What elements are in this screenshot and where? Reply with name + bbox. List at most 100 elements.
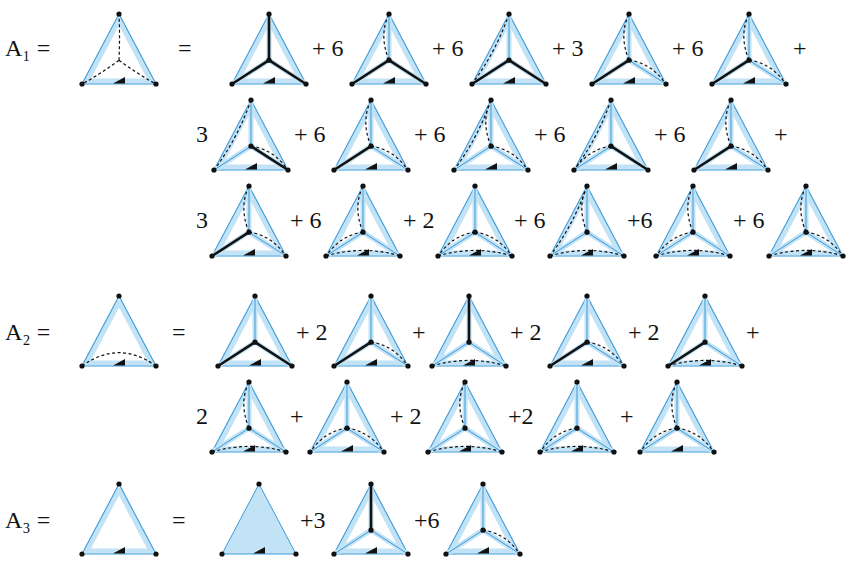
vertex-dot bbox=[360, 183, 365, 188]
vertex-dot bbox=[488, 144, 493, 149]
vertex-dot bbox=[344, 379, 349, 384]
spoke-line bbox=[212, 232, 249, 256]
equation-term: + 6 bbox=[290, 206, 322, 234]
vertex-dot bbox=[215, 363, 220, 368]
vertex-dot bbox=[386, 11, 391, 16]
vertex-dot bbox=[293, 551, 298, 556]
vertex-dot bbox=[690, 183, 695, 188]
spoke-line bbox=[454, 146, 491, 170]
dashed-curve bbox=[486, 100, 491, 146]
equation-term: + 2 bbox=[510, 318, 542, 346]
base-marker bbox=[383, 77, 395, 84]
base-marker bbox=[263, 77, 275, 84]
vertex-dot bbox=[803, 230, 808, 235]
spoke-line bbox=[438, 232, 475, 256]
vertex-dot bbox=[344, 426, 349, 431]
vertex-dot bbox=[783, 81, 788, 86]
black-spoke bbox=[472, 60, 509, 84]
spoke-band bbox=[804, 186, 809, 232]
triangle-outline bbox=[694, 100, 768, 170]
base-marker bbox=[503, 77, 515, 84]
vertex-dot bbox=[405, 363, 410, 368]
base-marker bbox=[459, 445, 471, 452]
triangle-outline bbox=[592, 14, 666, 84]
dashed-curve bbox=[688, 186, 693, 232]
dashed-curve bbox=[82, 353, 156, 366]
equation-term: A₂ = bbox=[5, 318, 50, 346]
spoke-line bbox=[475, 186, 476, 232]
spoke-band bbox=[214, 146, 251, 170]
dashed-curve bbox=[460, 382, 465, 428]
equation-term: A₃ = bbox=[5, 506, 50, 534]
spoke-band bbox=[212, 232, 249, 256]
inner-band bbox=[87, 302, 151, 363]
spoke-band bbox=[369, 100, 374, 146]
vertex-dot bbox=[711, 449, 716, 454]
vertex-dot bbox=[283, 253, 288, 258]
dashed-curve bbox=[640, 428, 677, 452]
vertex-dot bbox=[665, 363, 670, 368]
vertex-dot bbox=[443, 551, 448, 556]
base-marker bbox=[485, 163, 497, 170]
base-marker bbox=[357, 249, 369, 256]
equation-term: +3 bbox=[300, 506, 326, 534]
vertex-dot bbox=[472, 183, 477, 188]
triangle-outline bbox=[428, 382, 502, 452]
spoke-line bbox=[347, 382, 348, 428]
base-marker bbox=[571, 445, 583, 452]
vertex-dot bbox=[728, 97, 733, 102]
vertex-dot bbox=[323, 253, 328, 258]
base-marker bbox=[243, 445, 255, 452]
vertex-dot bbox=[246, 426, 251, 431]
vertex-dot bbox=[246, 379, 251, 384]
spoke-line bbox=[389, 14, 390, 60]
dashed-curve bbox=[244, 186, 249, 232]
dashed-curve bbox=[82, 60, 119, 84]
equation-term: = bbox=[178, 34, 192, 62]
vertex-dot bbox=[229, 81, 234, 86]
vertex-dot bbox=[360, 230, 365, 235]
spoke-band bbox=[249, 100, 254, 146]
triangle-outline bbox=[769, 186, 843, 256]
spoke-band bbox=[747, 14, 752, 60]
vertex-dot bbox=[543, 81, 548, 86]
vertex-dot bbox=[663, 81, 668, 86]
vertex-dot bbox=[209, 253, 214, 258]
spoke-band bbox=[550, 232, 587, 256]
vertex-dot bbox=[153, 551, 158, 556]
vertex-dot bbox=[466, 340, 471, 345]
equation-term: A₁ = bbox=[5, 34, 50, 62]
black-spoke bbox=[352, 60, 389, 84]
vertex-dot bbox=[153, 363, 158, 368]
black-spoke bbox=[668, 342, 705, 366]
vertex-dot bbox=[691, 167, 696, 172]
equation-term: + 3 bbox=[552, 34, 584, 62]
triangle-outline bbox=[668, 296, 742, 366]
base-marker bbox=[725, 163, 737, 170]
black-spoke bbox=[268, 14, 271, 60]
vertex-dot bbox=[79, 81, 84, 86]
vertex-dot bbox=[429, 363, 434, 368]
vertex-dot bbox=[381, 449, 386, 454]
spoke-line bbox=[611, 100, 612, 146]
spoke-line bbox=[212, 428, 249, 452]
spoke-line bbox=[428, 428, 465, 452]
spoke-band bbox=[361, 186, 366, 232]
equation-term: + 6 bbox=[414, 120, 446, 148]
base-marker bbox=[699, 359, 711, 366]
spoke-band bbox=[345, 382, 350, 428]
vertex-dot bbox=[571, 167, 576, 172]
spoke-line bbox=[574, 146, 611, 170]
base-marker bbox=[245, 163, 257, 170]
equation-term: + 2 bbox=[628, 318, 660, 346]
dashed-curve bbox=[358, 186, 363, 232]
spoke-band bbox=[467, 296, 472, 342]
vertex-dot bbox=[674, 379, 679, 384]
vertex-dot bbox=[547, 363, 552, 368]
vertex-dot bbox=[766, 253, 771, 258]
equation-term: +2 bbox=[508, 402, 534, 430]
spoke-line bbox=[249, 382, 250, 428]
triangle-outline bbox=[472, 14, 546, 84]
dashed-curve bbox=[672, 382, 677, 428]
dashed-curve bbox=[582, 186, 587, 232]
